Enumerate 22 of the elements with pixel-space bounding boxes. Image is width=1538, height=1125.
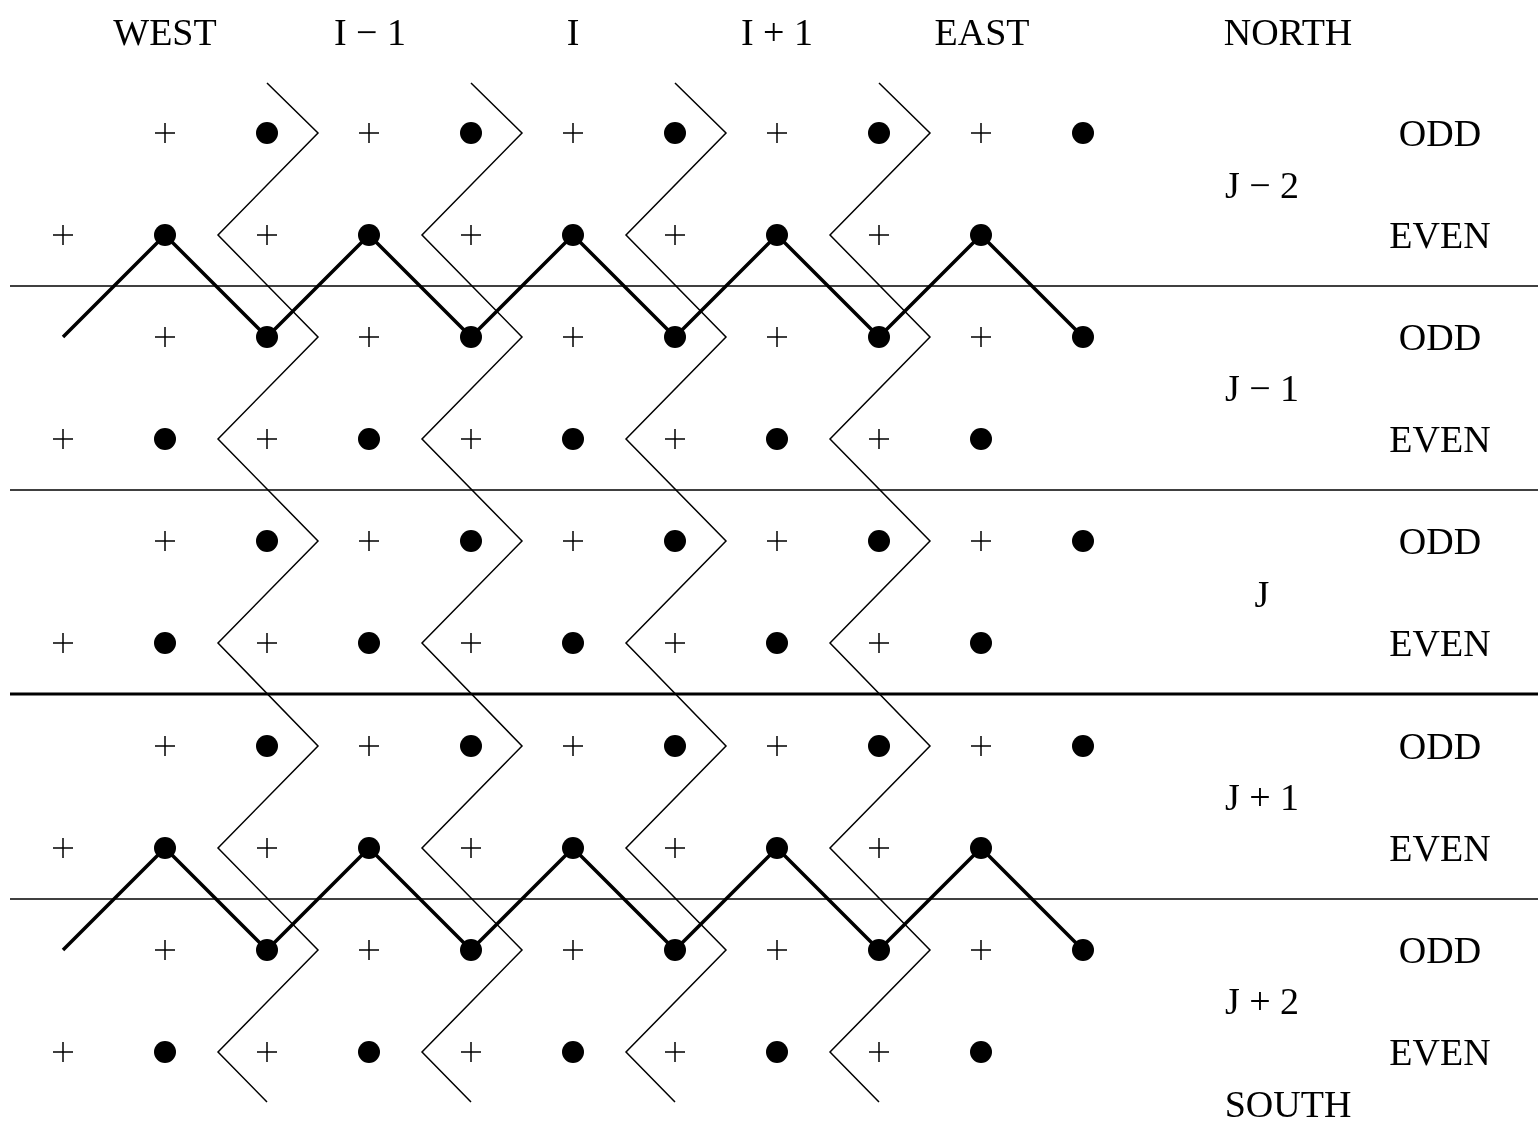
row-parity-label: EVEN: [1389, 828, 1491, 868]
direction-label: NORTH: [1223, 12, 1353, 52]
row-label: J + 1: [1224, 777, 1300, 817]
row-parity-label: EVEN: [1389, 419, 1491, 459]
row-label: J: [1254, 574, 1270, 614]
row-label: J + 2: [1224, 981, 1300, 1021]
row-label: J − 1: [1224, 368, 1300, 408]
row-parity-label: EVEN: [1389, 623, 1491, 663]
row-label: J − 2: [1224, 165, 1300, 205]
row-parity-label: ODD: [1398, 317, 1482, 357]
row-parity-label: ODD: [1398, 113, 1482, 153]
row-parity-label: ODD: [1398, 726, 1482, 766]
row-parity-label: ODD: [1398, 930, 1482, 970]
row-parity-label: EVEN: [1389, 1032, 1491, 1072]
row-parity-label: ODD: [1398, 521, 1482, 561]
column-label: EAST: [934, 12, 1030, 52]
direction-label: SOUTH: [1224, 1084, 1352, 1124]
column-label: I + 1: [740, 12, 814, 52]
column-label: WEST: [113, 12, 217, 52]
column-label: I: [566, 12, 580, 52]
column-label: I − 1: [333, 12, 407, 52]
row-parity-label: EVEN: [1389, 215, 1491, 255]
